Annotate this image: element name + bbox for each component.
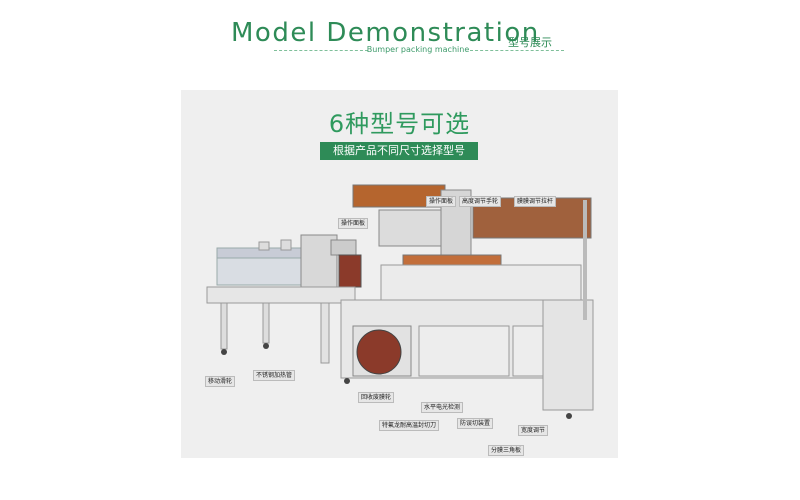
callout-triangle-board: 分膜三角板 [488,445,525,456]
callout-width-adjust: 宽度调节 [518,425,549,436]
callout-operation-panel-left: 操作面板 [338,218,369,229]
divider-left [274,50,368,51]
callout-operation-panel-top: 操作面板 [426,196,457,207]
product-panel: 6种型号可选 根据产品不同尺寸选择型号 [181,90,618,458]
shrink-tunnel [206,234,362,364]
callout-anti-cut: 防误切装置 [457,418,494,429]
callout-stainless-heating: 不锈钢加热管 [253,370,296,381]
panel-headline: 6种型号可选 [328,110,471,138]
callout-teflon-cutter: 特氟龙耐高温封切刀 [379,420,440,431]
main-body [340,299,594,419]
callout-height-adjust: 高度调节手轮 [459,196,502,207]
callout-caster: 移动滑轮 [205,376,236,387]
panel-banner: 根据产品不同尺寸选择型号 [320,142,478,160]
machine-illustration [206,184,594,419]
page-title: Model Demonstration [231,18,540,48]
divider-right [470,50,564,51]
callout-film-tension: 膜膜调节拉杆 [514,196,557,207]
page-title-cn: 型号展示 [508,36,552,49]
callout-film-recycle: 回收废膜轮 [358,392,395,403]
callout-horizontal-sensor: 水平电光检测 [421,402,464,413]
page-subtitle: Bumper packing machine [366,45,470,54]
